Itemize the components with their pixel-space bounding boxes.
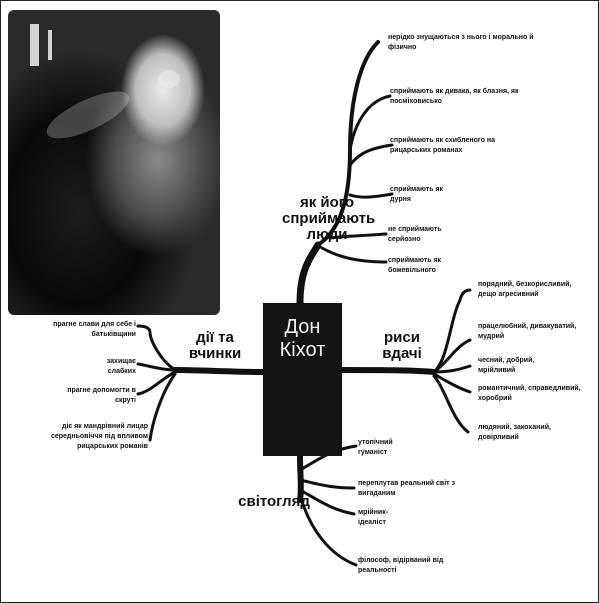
traits-item-4: романтичний, справедливий, хоробрий [478,385,581,402]
branch-traits-title: риси вдачі [382,329,422,362]
worldview-item-3: мрійник-ідеаліст [358,509,389,526]
perception-item-1: нерідко знущаються з нього і морально й … [388,34,534,51]
perception-item-5: не сприймають серйозно [388,226,442,243]
worldview-item-1: утопічний гуманіст [358,439,393,456]
traits-item-5: людяний, закоханий, довірливий [478,424,551,441]
central-node: Дон Кіхот [263,303,342,456]
perception-item-6: сприймають як божевільного [388,257,442,274]
actions-item-1: прагне слави для себе і батьківщини [53,321,136,338]
worldview-item-2: переплутав реальний світ з вигаданим [358,480,456,497]
central-node-line1: Дон [284,316,321,338]
don-quixote-portrait [8,10,220,315]
actions-item-2: захищає слабких [106,358,136,375]
traits-item-2: працелюбний, дивакуватий, мудрий [478,323,577,340]
branch-worldview-title: світогляд [238,493,310,510]
actions-item-4: діє як мандрівний лицар середньовіччя пі… [50,423,148,450]
traits-item-3: чесний, добрий, мрійливий [478,357,535,374]
actions-item-3: прагне допомогти в скруті [67,387,136,404]
perception-item-2: сприймають як дивака, як блазня, як посм… [390,88,519,105]
central-node-line2: Кіхот [279,339,326,361]
traits-item-1: порядний, безкорисливий, дещо агресивний [478,281,572,298]
perception-item-4: сприймають як дурня [390,186,444,203]
worldview-item-4: філософ, відірваний від реальності [358,557,444,574]
branch-perception-title: як його сприймають люди [282,194,376,243]
branch-actions-title: дії та вчинки [188,329,242,362]
perception-item-3: сприймають як схибленого на рицарських р… [390,137,496,154]
